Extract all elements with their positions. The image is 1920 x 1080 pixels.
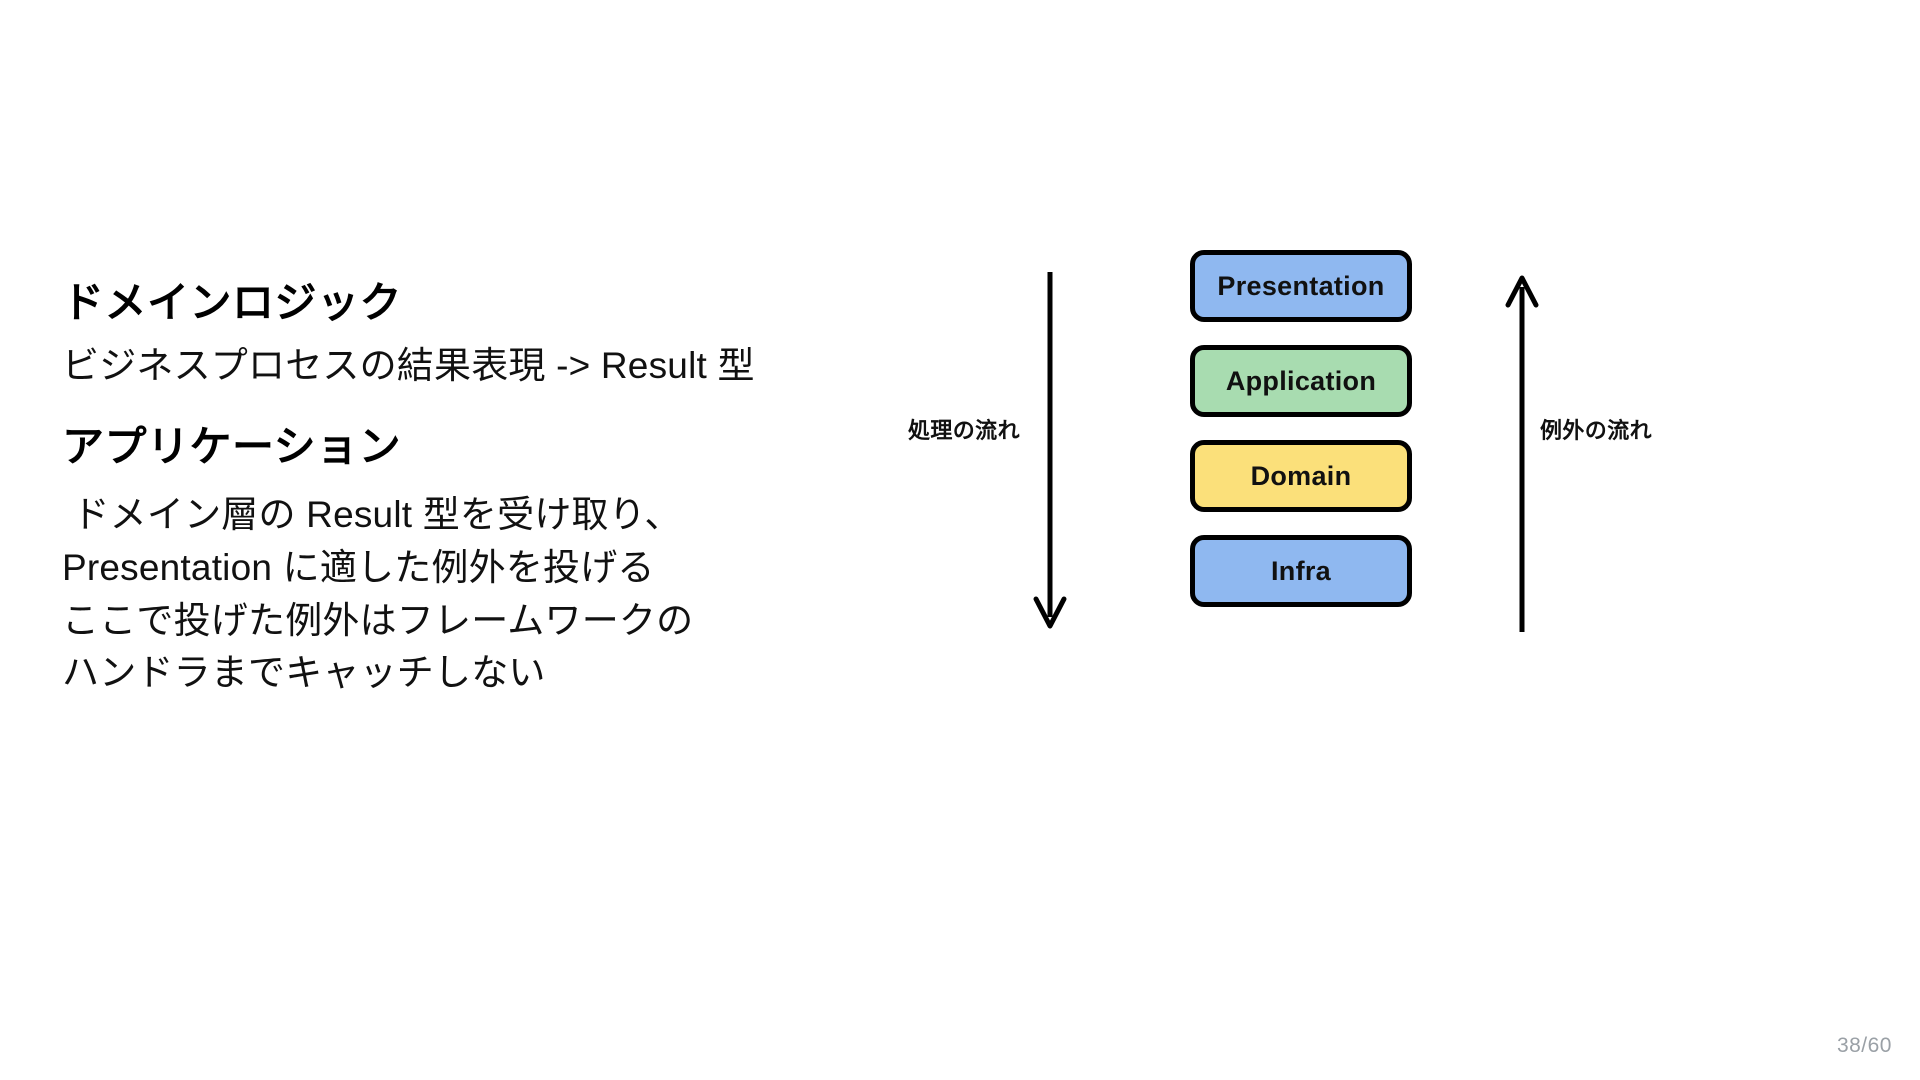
body-line: ここで投げた例外はフレームワークの: [62, 599, 694, 641]
layer-box-domain[interactable]: Domain: [1190, 440, 1412, 512]
layer-stack: Presentation Application Domain Infra: [1190, 250, 1412, 607]
process-flow-label: 処理の流れ: [907, 418, 1020, 443]
layer-label-presentation: Presentation: [1217, 270, 1385, 301]
body-line: ハンドラまでキャッチしない: [62, 652, 546, 694]
process-flow-arrow: [1030, 272, 1070, 632]
content-text-column: ドメインロジック ビジネスプロセスの結果表現 -> Result 型 アプリケー…: [62, 278, 902, 700]
section-heading-application: アプリケーション: [62, 422, 402, 470]
layer-label-application: Application: [1225, 365, 1377, 396]
section-heading-domain-logic: ドメインロジック: [62, 279, 403, 326]
body-line: ドメイン層の Result 型を受け取り、: [62, 494, 682, 536]
layer-box-infra[interactable]: Infra: [1190, 535, 1412, 607]
layer-box-presentation[interactable]: Presentation: [1190, 250, 1412, 322]
layer-box-application[interactable]: Application: [1190, 345, 1412, 417]
layer-label-domain: Domain: [1250, 460, 1352, 491]
layer-label-infra: Infra: [1270, 555, 1331, 586]
exception-flow-arrow: [1502, 272, 1542, 632]
exception-flow-label: 例外の流れ: [1540, 418, 1653, 443]
layer-architecture-diagram: 処理の流れ 例外の流れ Presentation Application Dom…: [908, 250, 1652, 670]
body-line: Presentation に適した例外を投げる: [62, 547, 655, 589]
section-body-application: ドメイン層の Result 型を受け取り、 Presentation に適した例…: [62, 489, 902, 699]
section-description-domain-logic: ビジネスプロセスの結果表現 -> Result 型: [62, 344, 755, 386]
page-number: 38/60: [1836, 1034, 1892, 1057]
